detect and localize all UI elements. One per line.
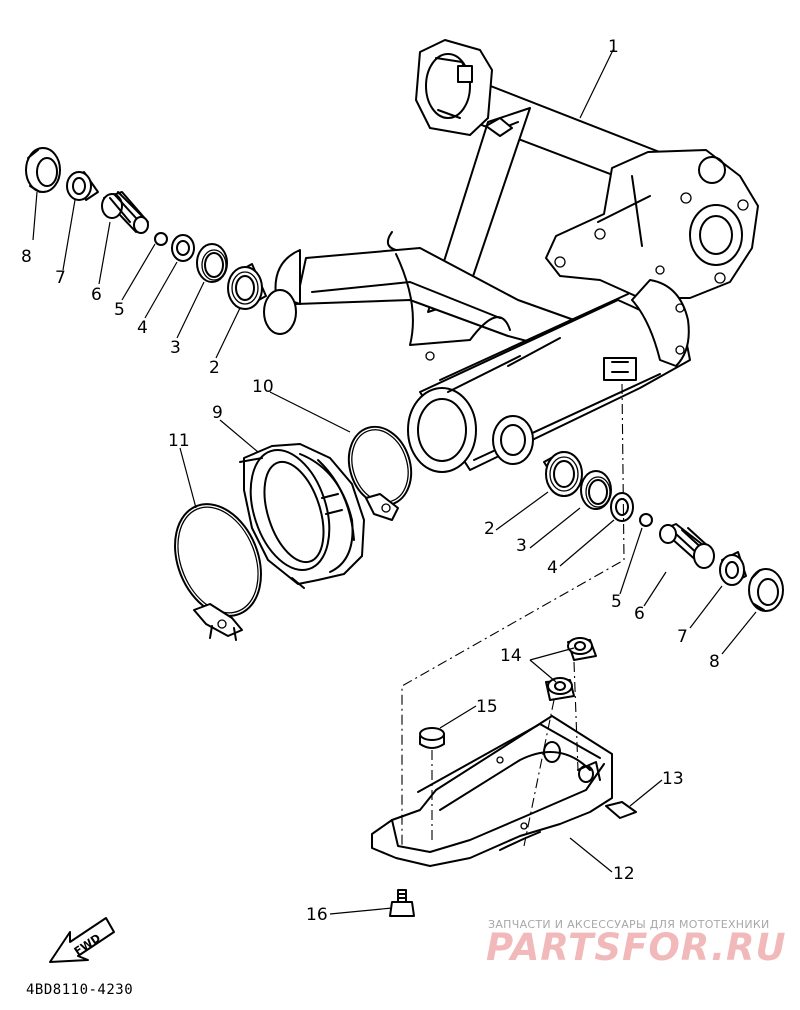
bearing-right — [543, 451, 583, 497]
label-6b: 6 — [634, 604, 645, 624]
label-4a: 4 — [137, 318, 148, 338]
collar-left — [66, 171, 99, 201]
label-14: 14 — [500, 646, 522, 666]
label-2a: 2 — [209, 358, 220, 378]
band-clamp-large — [193, 603, 243, 641]
label-12: 12 — [613, 864, 635, 884]
label-7a: 7 — [55, 268, 66, 288]
washer-right — [610, 492, 634, 522]
label-6a: 6 — [91, 285, 102, 305]
oil-seal-left — [196, 243, 228, 283]
drawing-code: 4BD8110-4230 — [26, 982, 134, 998]
chain-guard-cover — [371, 715, 613, 867]
center-lines — [401, 383, 625, 847]
watermark-brand: PARTSFOR.RU — [486, 926, 787, 969]
pivot-shaft-right — [659, 523, 715, 569]
collar-right — [719, 551, 747, 586]
band-large — [174, 503, 262, 617]
right-bearing-stack — [543, 451, 784, 612]
label-3a: 3 — [170, 338, 181, 358]
o-ring-left — [154, 232, 168, 246]
label-7b: 7 — [677, 627, 688, 647]
o-ring-right — [639, 513, 653, 527]
part-number-labels: 1 2 3 4 5 6 7 8 9 10 11 2 3 4 5 6 7 8 12… — [21, 37, 720, 925]
boot-assembly — [174, 425, 413, 641]
leader-lines — [32, 47, 757, 915]
grommet-lower — [545, 677, 575, 701]
label-3b: 3 — [516, 536, 527, 556]
washer-left — [171, 234, 195, 262]
grommet-upper — [567, 637, 597, 661]
label-11: 11 — [168, 431, 190, 451]
label-16: 16 — [306, 905, 328, 925]
label-8b: 8 — [709, 652, 720, 672]
bolt — [389, 889, 415, 917]
cap — [419, 727, 445, 749]
dust-seal-right — [748, 568, 784, 612]
pivot-shaft-left — [101, 191, 149, 234]
label-8a: 8 — [21, 247, 32, 267]
band-clamp-small — [365, 493, 399, 521]
pad — [605, 801, 637, 819]
label-9: 9 — [212, 403, 223, 423]
dust-seal-left — [25, 147, 61, 193]
label-15: 15 — [476, 697, 498, 717]
fwd-arrow: FWD — [49, 917, 115, 963]
label-10: 10 — [252, 377, 274, 397]
label-2b: 2 — [484, 519, 495, 539]
label-5a: 5 — [114, 300, 125, 320]
label-1: 1 — [608, 37, 619, 57]
watermark-subtitle: ЗАПЧАСТИ И АКСЕССУАРЫ ДЛЯ МОТОТЕХНИКИ — [488, 918, 770, 931]
label-13: 13 — [662, 769, 684, 789]
left-bearing-stack — [25, 147, 267, 310]
swingarm — [263, 39, 759, 473]
label-4b: 4 — [547, 558, 558, 578]
bearing-left — [227, 263, 267, 310]
oil-seal-right — [580, 470, 612, 510]
label-5b: 5 — [611, 592, 622, 612]
boot — [239, 443, 365, 589]
